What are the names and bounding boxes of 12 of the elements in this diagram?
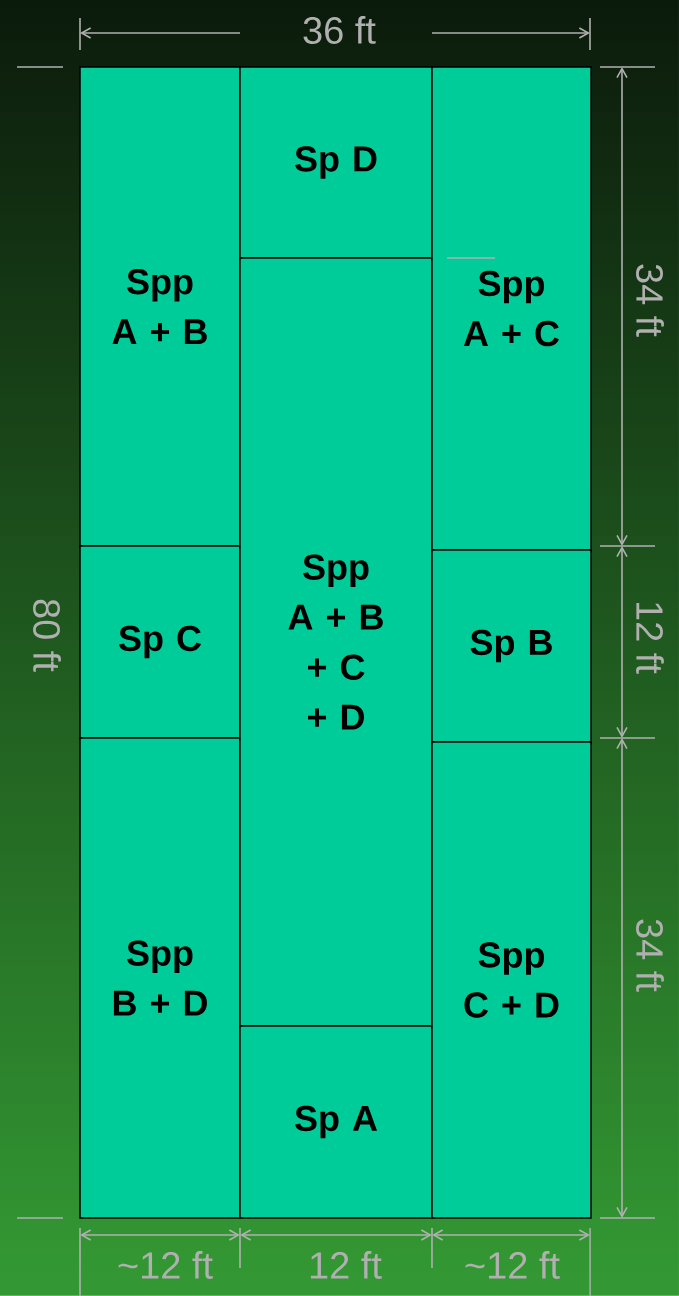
dimension-label: 34 ft <box>636 264 664 337</box>
dimension-label: ~12 ft <box>465 1251 560 1279</box>
plot-cell: Sp D <box>239 66 433 259</box>
dimension-label: ~12 ft <box>118 1251 213 1279</box>
plot-cell: Sp C <box>79 545 241 739</box>
dimension-label: 36 ft <box>303 16 376 44</box>
plot-cell: Sp A <box>239 1025 433 1219</box>
dimension-label: 12 ft <box>310 1251 382 1279</box>
dimension-label: 34 ft <box>636 919 664 992</box>
dimension-label: 12 ft <box>636 602 664 674</box>
dimension-label: 80 ft <box>33 599 61 672</box>
plot-cell: Sp B <box>431 549 592 743</box>
